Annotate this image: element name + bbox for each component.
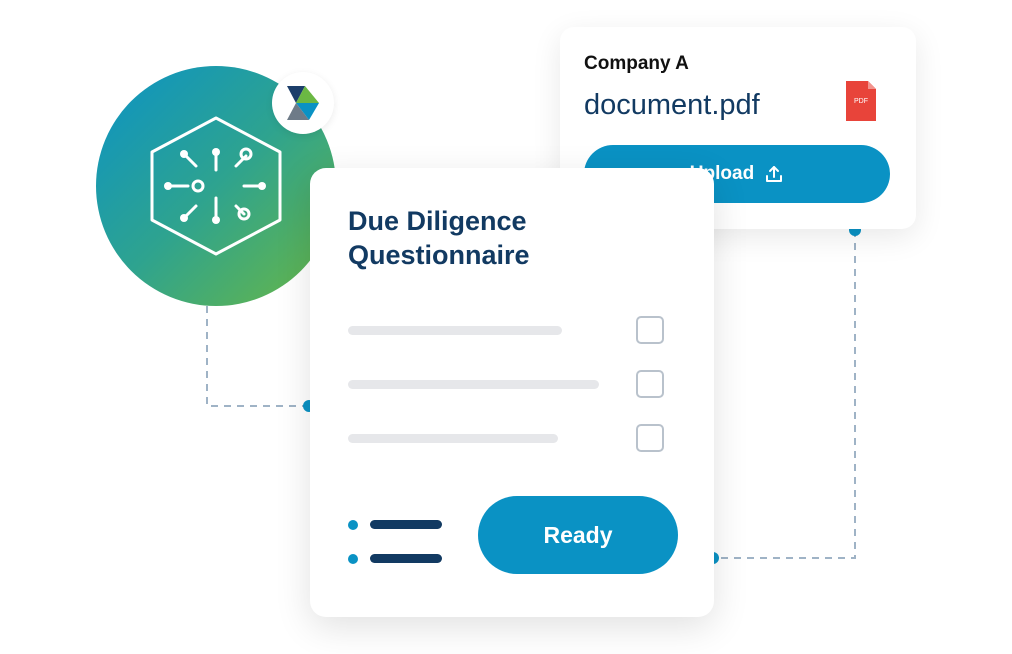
- pdf-file-label: PDF: [854, 98, 868, 105]
- company-name: Company A: [584, 53, 689, 74]
- question-checkbox-2[interactable]: [636, 370, 664, 398]
- question-line-2: [348, 380, 599, 389]
- list-bullet-1: [348, 520, 358, 530]
- question-line-3: [348, 434, 558, 443]
- file-name: document.pdf: [584, 89, 760, 121]
- upload-icon: [766, 166, 783, 182]
- list-bar-2: [370, 554, 442, 563]
- network-hub-icon: [150, 116, 282, 256]
- question-line-1: [348, 326, 562, 335]
- questionnaire-title: Due Diligence Questionnaire: [348, 206, 530, 270]
- brand-logo-icon: [287, 86, 319, 120]
- pdf-file-icon: PDF: [846, 81, 876, 121]
- questionnaire-card: Due Diligence Questionnaire Ready: [310, 168, 714, 617]
- question-checkbox-1[interactable]: [636, 316, 664, 344]
- ready-button[interactable]: Ready: [478, 496, 678, 574]
- brand-badge: [272, 72, 334, 134]
- question-checkbox-3[interactable]: [636, 424, 664, 452]
- list-bullet-2: [348, 554, 358, 564]
- list-bar-1: [370, 520, 442, 529]
